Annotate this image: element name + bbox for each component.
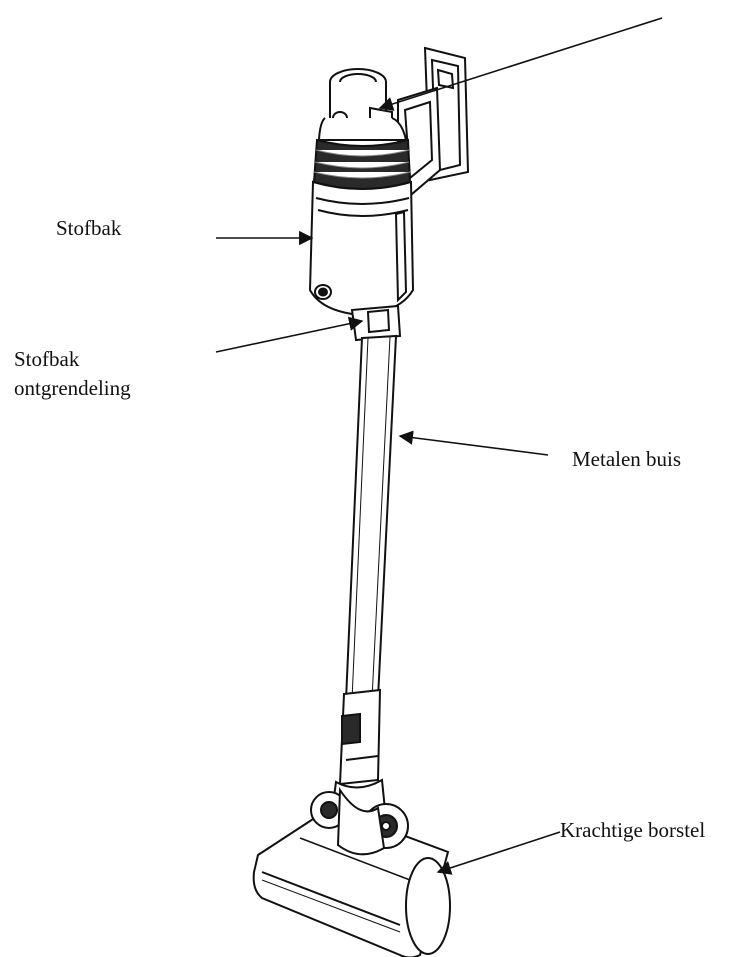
label-ontgrendeling-line1: Stofbak	[14, 347, 80, 371]
label-stofbak: Stofbak	[56, 216, 122, 240]
label-metalen-buis: Metalen buis	[572, 447, 682, 471]
wall-mount-bracket	[397, 46, 470, 202]
arrow-metalen-buis	[398, 430, 549, 456]
label-krachtige-borstel: Krachtige borstel	[560, 818, 706, 842]
callout-arrows	[215, 17, 663, 875]
dust-bin	[308, 180, 415, 317]
arrow-wall-mount	[378, 17, 663, 111]
brush-head	[252, 786, 451, 957]
motor-head	[312, 68, 412, 190]
label-ontgrendeling-line2: ontgrendeling	[14, 376, 131, 400]
arrow-borstel	[436, 831, 561, 875]
label-stofbak-ontgrendeling: Stofbak ontgrendeling	[14, 345, 131, 403]
bin-release-connector	[350, 304, 402, 342]
metal-tube	[344, 334, 398, 702]
arrow-ontgrendeling	[215, 316, 364, 353]
